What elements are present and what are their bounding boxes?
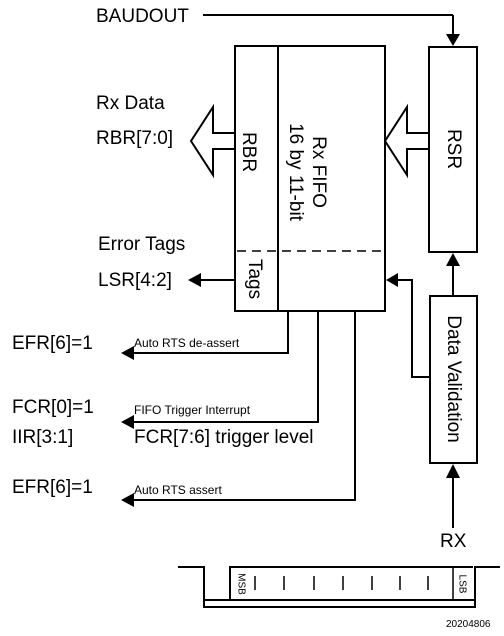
figure-id: 20204806 (446, 619, 491, 630)
fifo-label-line2: 16 by 11-bit (285, 123, 306, 222)
serial-frame-waveform (178, 566, 500, 608)
efr-bottom-label: EFR[6]=1 (12, 477, 93, 498)
rsr-to-fifo-bus-arrow (383, 103, 430, 179)
auto-rts-assert-label: Auto RTS assert (134, 483, 222, 497)
rx-to-validation-arrow (446, 464, 460, 528)
data-validation-block (429, 295, 478, 464)
lsr-arrow (188, 273, 235, 287)
baudout-label: BAUDOUT (96, 6, 189, 27)
rbr-bits-label: RBR[7:0] (96, 128, 173, 149)
rbr-label: RBR (238, 132, 259, 172)
efr-top-label: EFR[6]=1 (12, 333, 93, 354)
rx-data-label: Rx Data (96, 93, 165, 114)
auto-rts-assert-arrow (121, 311, 356, 507)
lsr-bits-label: LSR[4:2] (98, 270, 172, 291)
msb-label: MSB (235, 573, 246, 595)
auto-rts-deassert-arrow (121, 311, 289, 360)
rsr-block (428, 46, 478, 253)
rx-data-bus-arrow (189, 103, 236, 179)
rx-label: RX (440, 531, 467, 552)
fifo-trigger-interrupt-label: FIFO Trigger Interrupt (134, 403, 251, 417)
baudout-connector (203, 14, 460, 46)
data-validation-label: Data Validation (443, 315, 464, 442)
fifo-label-line1: Rx FIFO (308, 136, 329, 208)
fcr-trigger-level-label: FCR[7:6] trigger level (134, 427, 314, 448)
error-tags-label: Error Tags (98, 234, 185, 255)
auto-rts-deassert-label: Auto RTS de-assert (134, 336, 240, 350)
tags-label: Tags (244, 259, 265, 299)
iir-label: IIR[3:1] (12, 427, 73, 448)
validation-to-rsr-arrow (446, 253, 460, 296)
rx-fifo-block (234, 45, 386, 312)
validation-to-tags-arrow (386, 273, 430, 378)
fcr0-label: FCR[0]=1 (12, 397, 94, 418)
fifo-trigger-interrupt-arrow (121, 311, 319, 429)
rsr-label: RSR (443, 129, 464, 169)
lsb-label: LSB (456, 575, 467, 594)
